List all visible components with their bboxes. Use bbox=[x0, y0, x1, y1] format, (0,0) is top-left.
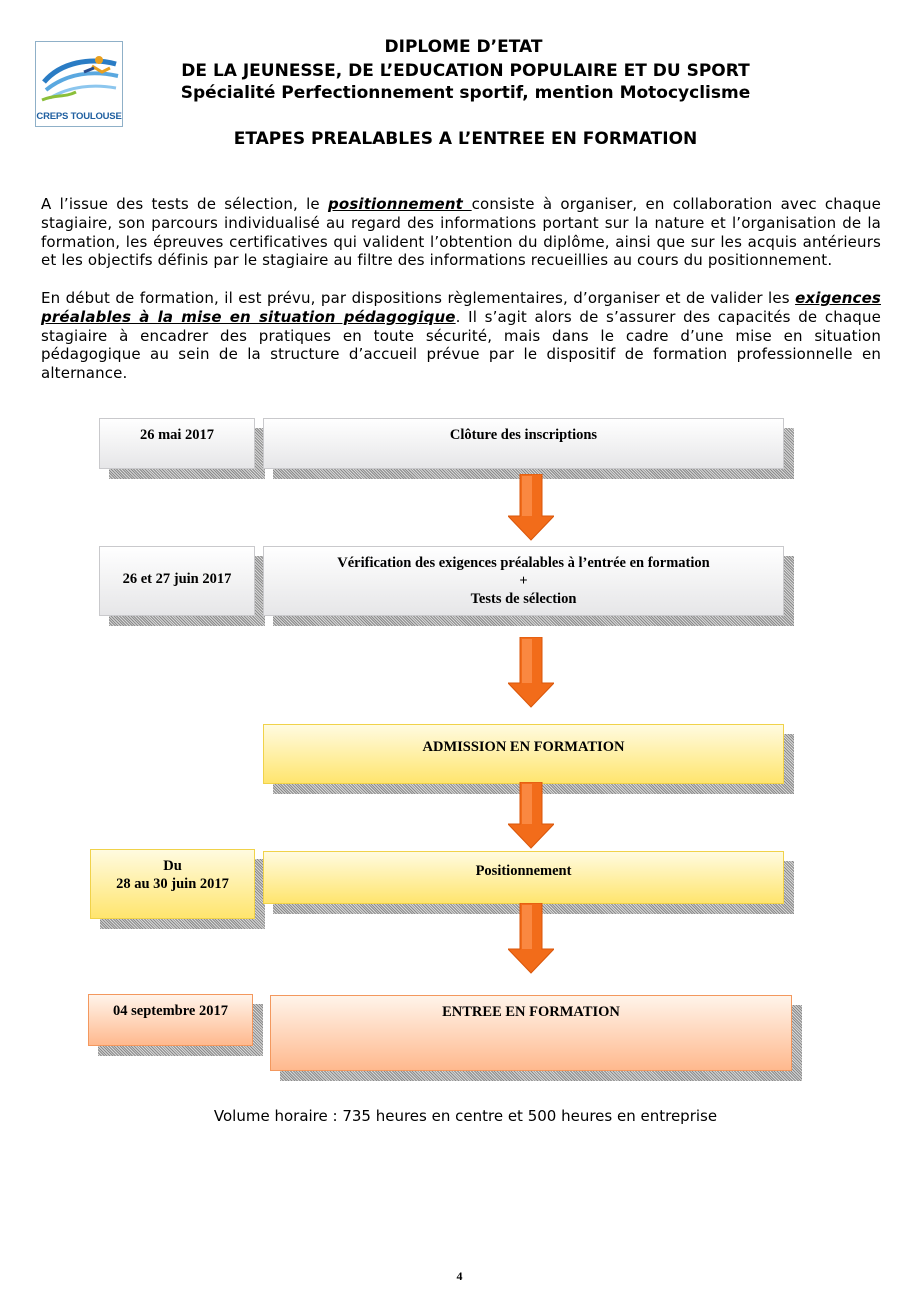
step4-date-box: Du 28 au 30 juin 2017 bbox=[90, 849, 255, 919]
header-line-2: DE LA JEUNESSE, DE L’EDUCATION POPULAIRE… bbox=[181, 61, 750, 81]
step1-label: Clôture des inscriptions bbox=[449, 427, 598, 443]
paragraph-exigences: En début de formation, il est prévu, par… bbox=[41, 289, 881, 383]
step1-date: 26 mai 2017 bbox=[139, 427, 215, 443]
step4-label: Positionnement bbox=[475, 863, 572, 879]
step5-label-box: ENTREE EN FORMATION bbox=[270, 995, 792, 1071]
step2-label-line3: Tests de sélection bbox=[470, 591, 577, 607]
step2-date: 26 et 27 juin 2017 bbox=[122, 571, 232, 587]
step4-label-box: Positionnement bbox=[263, 851, 784, 904]
paragraph1-text-end: consiste à organiser, en collaboration a… bbox=[41, 195, 881, 270]
step5-date: 04 septembre 2017 bbox=[113, 1003, 228, 1019]
paragraph2-text-end: . Il s’agit alors de s’assurer des capac… bbox=[41, 307, 881, 383]
step5-label: ENTREE EN FORMATION bbox=[442, 1004, 620, 1020]
header-line-3: Spécialité Perfectionnement sportif, men… bbox=[180, 83, 751, 103]
athlete-icon bbox=[41, 56, 119, 102]
down-arrow-icon bbox=[508, 637, 554, 708]
step3-label: ADMISSION EN FORMATION bbox=[422, 739, 625, 755]
volume-horaire: Volume horaire : 735 heures en centre et… bbox=[213, 1107, 718, 1125]
page-number: 4 bbox=[456, 1269, 463, 1283]
step2-label-line1: Vérification des exigences préalables à … bbox=[337, 555, 710, 571]
creps-logo: CREPS TOULOUSE bbox=[35, 41, 123, 127]
paragraph-positionnement: A l’issue des tests de sélection, le pos… bbox=[41, 195, 881, 270]
step2-date-box: 26 et 27 juin 2017 bbox=[99, 546, 255, 616]
step4-date-line1: Du bbox=[163, 858, 182, 874]
logo-caption: CREPS TOULOUSE bbox=[36, 111, 122, 122]
step2-label-plus: + bbox=[519, 573, 528, 589]
step2-label-box: Vérification des exigences préalables à … bbox=[263, 546, 784, 616]
paragraph1-emphasis: positionnement bbox=[327, 195, 472, 213]
down-arrow-icon bbox=[508, 474, 554, 541]
paragraph2-text-start: En début de formation, il est prévu, par… bbox=[41, 289, 796, 307]
step3-label-box: ADMISSION EN FORMATION bbox=[263, 724, 784, 784]
section-title: ETAPES PREALABLES A L’ENTREE EN FORMATIO… bbox=[233, 129, 698, 149]
header-line-1: DIPLOME D’ETAT bbox=[384, 37, 543, 57]
step1-date-box: 26 mai 2017 bbox=[99, 418, 255, 469]
paragraph2-emphasis: exigences préalables à la mise en situat… bbox=[41, 289, 881, 326]
down-arrow-icon bbox=[508, 782, 554, 849]
down-arrow-icon bbox=[508, 903, 554, 974]
step4-date-line2: 28 au 30 juin 2017 bbox=[116, 876, 229, 892]
step5-date-box: 04 septembre 2017 bbox=[88, 994, 253, 1046]
step1-label-box: Clôture des inscriptions bbox=[263, 418, 784, 469]
paragraph1-text-start: A l’issue des tests de sélection, le bbox=[41, 195, 328, 213]
